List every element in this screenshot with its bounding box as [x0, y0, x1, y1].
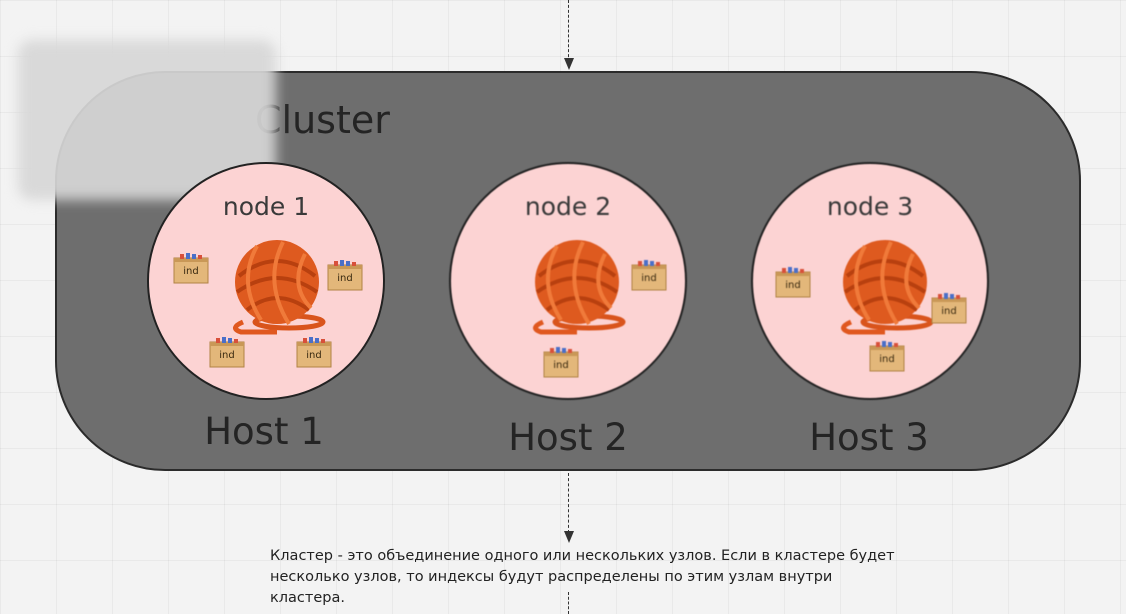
caption-line-1: Кластер - это объединение одного или нес…: [270, 548, 895, 564]
index-box-icon: ind: [775, 266, 811, 298]
node-2-label: node 2: [524, 192, 612, 221]
index-box-label: ind: [183, 266, 199, 277]
index-box-icon: ind: [296, 336, 332, 368]
caption-text: Кластер - это объединение одного или нес…: [270, 546, 910, 609]
index-box-label: ind: [306, 350, 322, 361]
index-box-label: ind: [219, 350, 235, 361]
bottom-arrow-line: [568, 473, 569, 533]
bottom-tail-line: [568, 592, 569, 614]
node-1-circle: node 1 ind ind ind ind: [147, 162, 385, 400]
index-box-icon: ind: [631, 259, 667, 291]
index-box-icon: ind: [327, 259, 363, 291]
index-box-label: ind: [879, 354, 895, 365]
node-3-circle: node 3 ind ind ind: [751, 162, 989, 400]
index-box-label: ind: [941, 306, 957, 317]
index-box-icon: ind: [209, 336, 245, 368]
yarn-ball-icon: [517, 236, 627, 336]
index-box-label: ind: [641, 273, 657, 284]
caption-line-2: несколько узлов, то индексы будут распре…: [270, 569, 833, 606]
host-2-label: Host 2: [508, 416, 628, 459]
yarn-ball-icon: [217, 236, 327, 336]
index-box-icon: ind: [869, 340, 905, 372]
host-1-label: Host 1: [204, 410, 324, 453]
index-box-label: ind: [785, 280, 801, 291]
top-arrow-line: [568, 0, 569, 62]
node-3-label: node 3: [826, 192, 914, 221]
node-2-circle: node 2 ind ind: [449, 162, 687, 400]
index-box-icon: ind: [931, 292, 967, 324]
index-box-label: ind: [337, 273, 353, 284]
index-box-icon: ind: [173, 252, 209, 284]
yarn-ball-icon: [825, 236, 935, 336]
top-arrowhead: [564, 58, 574, 70]
index-box-icon: ind: [543, 346, 579, 378]
index-box-label: ind: [553, 360, 569, 371]
node-1-label: node 1: [222, 192, 310, 221]
host-3-label: Host 3: [809, 416, 929, 459]
cluster-label: Cluster: [255, 98, 390, 142]
bottom-arrowhead: [564, 531, 574, 543]
